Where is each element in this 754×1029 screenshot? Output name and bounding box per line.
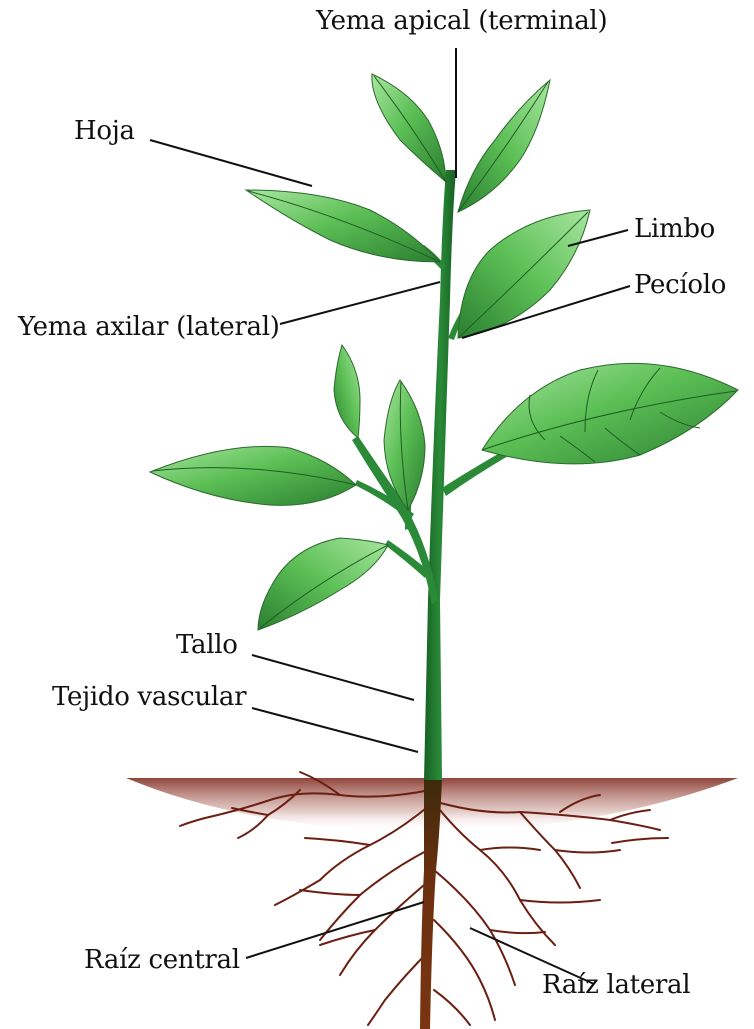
label-stem: Tallo: [176, 630, 238, 660]
leader-leaf: [150, 140, 312, 186]
label-blade: Limbo: [634, 214, 715, 244]
label-petiole: Pecíolo: [634, 270, 726, 300]
leader-stem: [252, 655, 414, 700]
leader-main-root: [246, 902, 424, 958]
label-main-root: Raíz central: [84, 945, 240, 975]
leader-vascular-tissue: [252, 708, 418, 752]
label-apical-bud: Yema apical (terminal): [316, 6, 607, 36]
leader-lines: [150, 48, 630, 984]
label-lateral-root: Raíz lateral: [542, 970, 690, 1000]
leader-axillary-bud: [280, 282, 440, 324]
label-vascular-tissue: Tejido vascular: [52, 682, 246, 712]
label-leaf: Hoja: [74, 116, 135, 146]
label-axillary-bud: Yema axilar (lateral): [18, 312, 280, 342]
